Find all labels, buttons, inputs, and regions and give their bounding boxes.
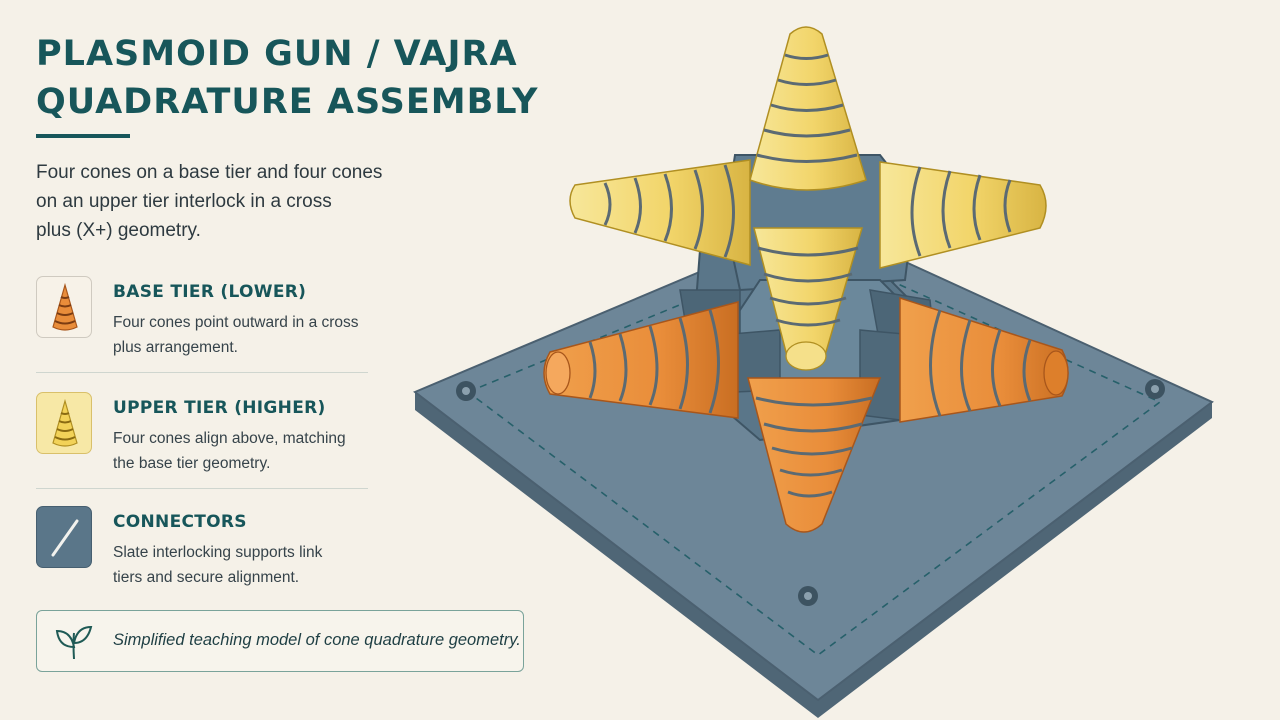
yellow-cone-icon: [36, 392, 92, 454]
legend-desc-line: Slate interlocking supports link: [113, 544, 323, 561]
orange-cone-front: [747, 377, 882, 533]
legend-divider: [36, 372, 368, 373]
mounting-bolt: [1145, 379, 1165, 399]
intro-line-1: Four cones on a base tier and four cones: [36, 162, 383, 183]
note-box: Simplified teaching model of cone quadra…: [36, 610, 524, 672]
orange-cone-left: [543, 301, 739, 419]
title-underline: [36, 134, 130, 138]
legend-desc-line: Four cones point outward in a cross: [113, 314, 359, 331]
connector-rod-icon: [36, 506, 92, 568]
legend-desc-line: Four cones align above, matching: [113, 430, 346, 447]
orange-cone-icon: [36, 276, 92, 338]
leaf-icon: [55, 625, 93, 660]
yellow-cone-left: [569, 159, 751, 266]
intro-line-2: on an upper tier interlock in a cross: [36, 191, 332, 212]
assembly-illustration: [413, 26, 1214, 718]
yellow-cone-front: [753, 227, 863, 371]
legend-title-base-tier: BASE TIER (LOWER): [113, 282, 307, 302]
orange-cone-right: [899, 296, 1069, 423]
legend-item-base-tier: BASE TIER (LOWER) Four cones point outwa…: [36, 276, 372, 376]
yellow-cone-right: [879, 161, 1047, 269]
legend-desc-line: tiers and secure alignment.: [113, 569, 300, 586]
legend-desc-base-tier: Four cones point outward in a cross plus…: [113, 310, 383, 360]
legend-item-connectors: CONNECTORS Slate interlocking supports l…: [36, 506, 372, 606]
legend-desc-upper-tier: Four cones align above, matching the bas…: [113, 426, 383, 476]
intro-line-3: plus (X+) geometry.: [36, 220, 201, 241]
legend-desc-connectors: Slate interlocking supports link tiers a…: [113, 540, 383, 590]
page-title: PLASMOID GUN / VAJRA QUADRATURE ASSEMBLY: [36, 30, 556, 126]
legend-desc-line: the base tier geometry.: [113, 455, 271, 472]
legend-item-upper-tier: UPPER TIER (HIGHER) Four cones align abo…: [36, 392, 372, 492]
legend-desc-line: plus arrangement.: [113, 339, 238, 356]
legend-title-upper-tier: UPPER TIER (HIGHER): [113, 398, 326, 418]
title-line-1: PLASMOID GUN / VAJRA: [36, 34, 518, 74]
yellow-cone-top: [749, 26, 867, 191]
legend-title-connectors: CONNECTORS: [113, 512, 247, 532]
note-text: Simplified teaching model of cone quadra…: [113, 631, 521, 649]
mounting-bolt: [456, 381, 476, 401]
intro-text: Four cones on a base tier and four cones…: [36, 158, 416, 245]
mounting-bolt: [798, 586, 818, 606]
legend-divider: [36, 488, 368, 489]
title-line-2: QUADRATURE ASSEMBLY: [36, 82, 539, 122]
